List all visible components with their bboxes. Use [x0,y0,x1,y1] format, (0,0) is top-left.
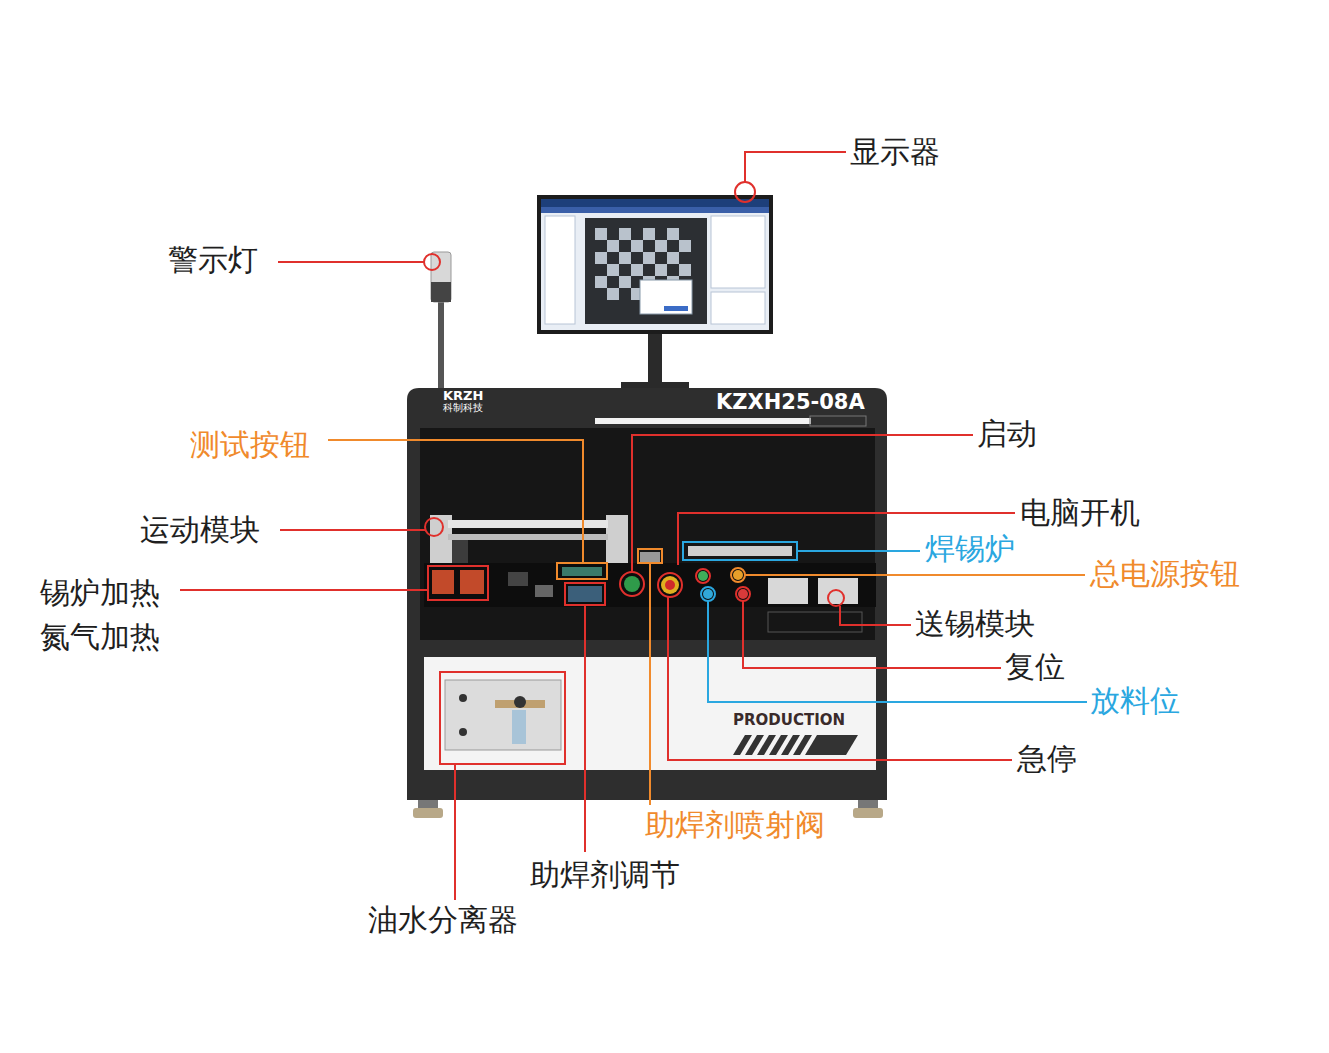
screw [459,694,467,702]
screen-table [711,292,765,324]
brand-logo: KRZH [443,388,483,404]
screen-tabs [541,207,769,213]
screen-bar [541,199,769,207]
solder-feeder [768,578,808,604]
panel-text: PRODUCTION [733,711,845,730]
callout-label: 锡炉加热 氮气加热 [40,571,176,658]
main-power-button [733,570,743,580]
dialog-button [664,306,688,311]
callout-label: 复位 [1005,648,1065,686]
load-button [703,589,713,599]
top-strip [595,418,811,424]
brand-name: 科制科技 [443,402,483,415]
flux-regulator [568,586,602,602]
model-number: KZXH25-08A [716,389,865,415]
dialog [640,280,692,314]
callout-label: 运动模块 [140,511,260,549]
light-pole [438,300,444,388]
callout-label: 总电源按钮 [1090,555,1240,593]
warning-light [431,252,451,302]
emergency-stop [661,576,679,594]
reset-button [738,589,748,599]
callout-label: 放料位 [1090,682,1180,720]
monitor [537,195,773,334]
screen-table [711,216,765,288]
carriage [452,540,468,564]
monitor-stand [648,332,662,390]
flux-valve [640,552,660,562]
callout-label: 送锡模块 [915,605,1035,643]
callout-label: 焊锡炉 [925,530,1015,568]
separator-window [445,680,561,750]
separator-bowl [512,710,526,744]
callout-label: 启动 [977,415,1037,453]
camera-view [585,218,707,324]
screw [459,728,467,736]
callout-label: 油水分离器 [368,901,518,939]
drawer [768,612,862,632]
callout-label: 急停 [1017,740,1077,778]
top-slot [810,416,866,426]
callout-label: 电脑开机 [1020,494,1140,532]
leader-lines [180,152,1087,900]
test-buttons [562,567,602,576]
foot [853,808,883,818]
gauge [514,696,526,708]
callout-label: 助焊剂调节 [530,856,680,894]
switch [535,585,553,597]
start-button [624,576,640,592]
hatch [733,735,858,755]
callout-label: 测试按钮 [190,426,310,464]
warning-light-base [431,282,451,302]
callout-label: 助焊剂喷射阀 [645,806,825,844]
screen [541,199,769,330]
machine-body [407,388,887,800]
switch [508,572,528,586]
emergency-stop-cap [665,580,675,590]
screen-panel [545,216,575,324]
heater-controller [432,570,454,594]
callout-label: 警示灯 [168,241,258,279]
solder-pot [688,546,792,556]
callout-label: 显示器 [850,133,940,171]
pc-power-button [698,571,708,581]
heater-controller [460,570,484,594]
work-area [420,428,875,640]
foot [413,808,443,818]
rail-post [606,515,628,563]
